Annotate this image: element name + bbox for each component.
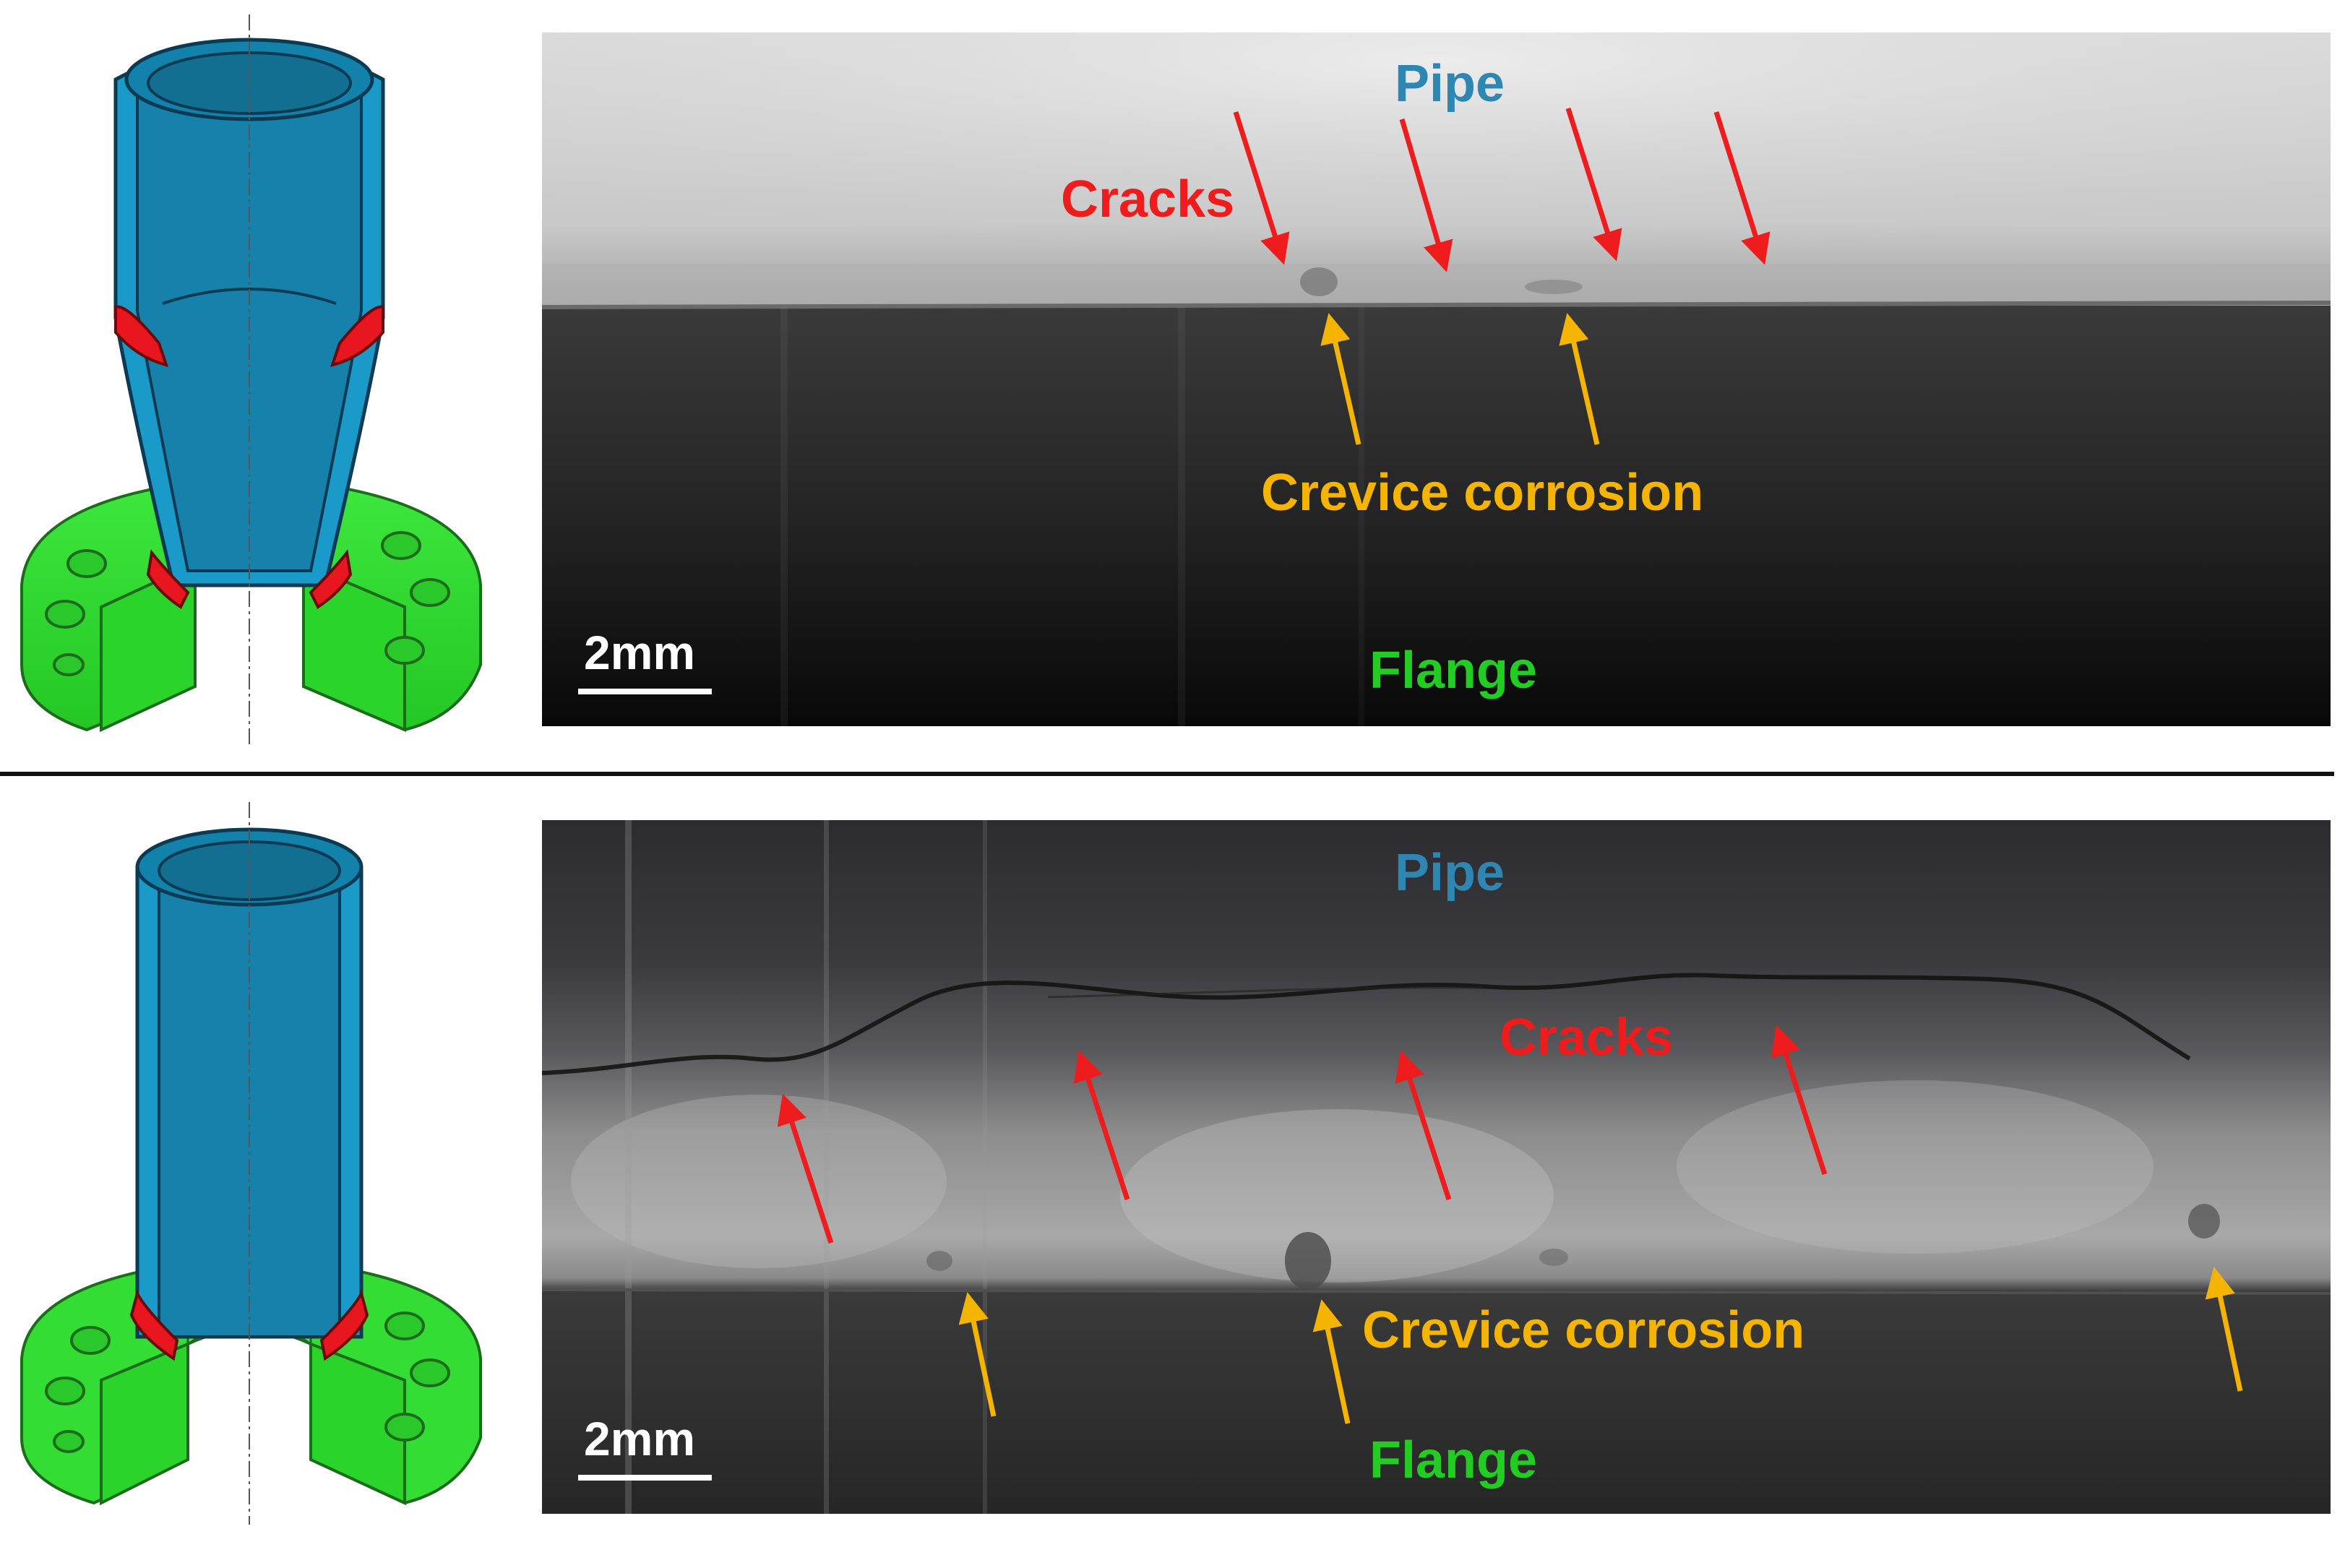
radiograph-bottom	[542, 820, 2331, 1514]
crevice-arrow	[1312, 1299, 1351, 1424]
scale-bar	[578, 1475, 712, 1481]
scale-label: 2mm	[584, 626, 696, 679]
flange-label: Flange	[1369, 1431, 1538, 1489]
crack-arrow	[1395, 1050, 1452, 1201]
crack-arrow	[1073, 1050, 1130, 1201]
crack-arrows-bottom	[777, 1025, 1828, 1244]
crevice-arrows-bottom	[958, 1267, 2243, 1424]
crack-arrow	[777, 1093, 834, 1244]
pipe-label: Pipe	[1395, 55, 1505, 113]
crevice-arrows-top	[1320, 313, 1600, 445]
pipe-label: Pipe	[1395, 844, 1505, 902]
scale-label: 2mm	[584, 1412, 696, 1465]
crevice-arrow	[1559, 313, 1600, 445]
crevice-arrow	[2205, 1267, 2243, 1392]
arrows-top	[1233, 107, 1770, 445]
schematic-flared-pipe	[0, 14, 506, 780]
crack-arrow	[1565, 107, 1622, 262]
schematic-straight-pipe	[0, 802, 506, 1568]
crack-arrow	[1399, 119, 1453, 272]
arrows-bottom	[777, 1025, 2243, 1424]
crevice-corrosion-label: Crevice corrosion	[1362, 1301, 1805, 1359]
crevice-arrow	[958, 1292, 997, 1417]
flange-label: Flange	[1369, 642, 1538, 699]
crack-arrow	[1770, 1025, 1828, 1176]
scale-bar	[578, 689, 712, 694]
crack-arrows-top	[1233, 107, 1770, 272]
cracks-label: Cracks	[1061, 171, 1235, 228]
radiograph-top	[542, 33, 2331, 726]
row-divider	[0, 772, 2334, 776]
crevice-corrosion-label: Crevice corrosion	[1261, 464, 1704, 522]
crack-arrow	[1713, 111, 1770, 265]
cracks-label: Cracks	[1499, 1009, 1674, 1067]
crack-arrow	[1233, 111, 1290, 265]
crevice-arrow	[1320, 313, 1361, 445]
